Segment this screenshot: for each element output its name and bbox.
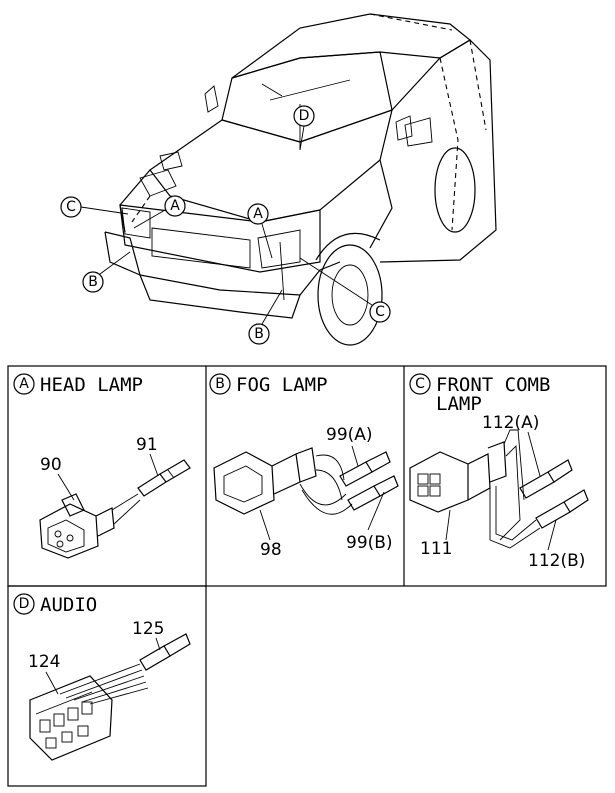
callout-a-left-label: A — [170, 198, 180, 214]
part-112b-label: 112(B) — [528, 551, 585, 571]
callout-c-left: C — [60, 196, 129, 218]
panel-head-lamp-title: HEAD LAMP — [40, 374, 143, 396]
vehicle-illustration — [104, 13, 497, 346]
part-90-label: 90 — [40, 455, 62, 475]
panel-audio-letter: D — [19, 596, 30, 612]
panel-fog-lamp-title: FOG LAMP — [236, 374, 328, 396]
part-112a-label: 112(A) — [482, 413, 539, 433]
part-91-label: 91 — [136, 435, 158, 455]
part-98-label: 98 — [260, 540, 282, 560]
panel-front-comb-lamp: C FRONT COMB LAMP 112(A) 111 112(B) — [409, 373, 589, 571]
callout-b-left-label: B — [88, 274, 98, 290]
callout-d-label: D — [299, 108, 310, 124]
panel-front-comb-title-line2: LAMP — [436, 393, 482, 415]
callout-a-right: A — [247, 203, 273, 259]
part-99b-label: 99(B) — [346, 533, 393, 553]
callout-a-left: A — [133, 195, 186, 229]
callout-c-right-label: C — [375, 304, 385, 320]
panel-audio: D AUDIO 125 124 — [13, 593, 191, 761]
part-125-label: 125 — [132, 619, 164, 639]
panel-front-comb-letter: C — [415, 376, 425, 392]
callout-d: D — [293, 105, 315, 151]
callout-c-right: C — [299, 257, 391, 323]
panel-fog-lamp-letter: B — [215, 376, 225, 392]
part-99a-label: 99(A) — [326, 425, 373, 445]
part-111-label: 111 — [420, 539, 452, 559]
callout-c-left-label: C — [66, 199, 76, 215]
callout-b-right-label: B — [254, 326, 264, 342]
panel-head-lamp-letter: A — [19, 376, 29, 392]
panel-head-lamp: A HEAD LAMP 90 91 — [13, 373, 191, 559]
callout-b-right: B — [248, 289, 283, 345]
panel-grid — [7, 365, 607, 787]
panel-audio-title: AUDIO — [40, 594, 97, 616]
panel-fog-lamp: B FOG LAMP 99(A) 98 99(B) — [209, 373, 399, 560]
callout-b-left: B — [82, 251, 131, 293]
part-124-label: 124 — [28, 652, 60, 672]
callout-a-right-label: A — [253, 206, 263, 222]
panel-front-comb-title-line1: FRONT COMB — [436, 374, 550, 396]
